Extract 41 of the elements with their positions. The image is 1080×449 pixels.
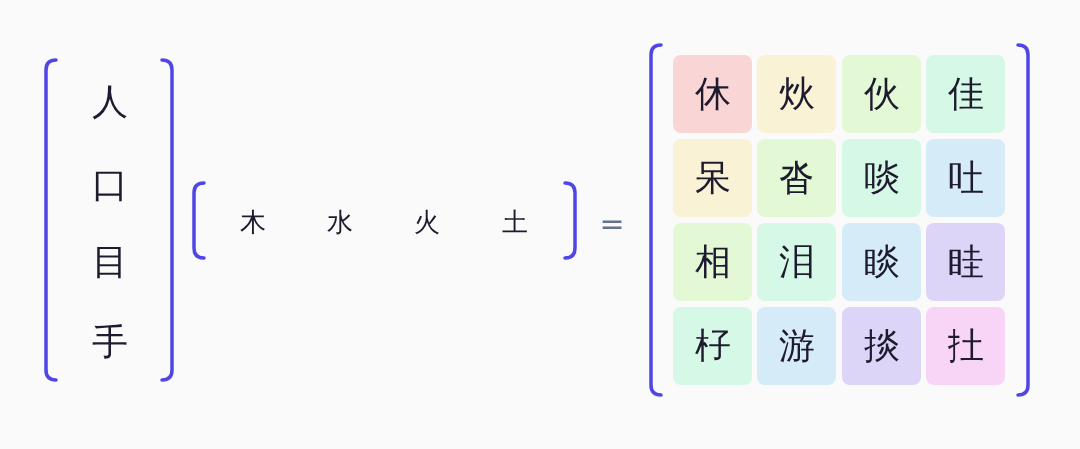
character: 吐 bbox=[947, 160, 984, 196]
character: 掞 bbox=[863, 328, 900, 364]
matrix-cell bbox=[673, 223, 752, 301]
character: 睒 bbox=[863, 244, 900, 280]
character: 呆 bbox=[694, 160, 731, 196]
matrix-cell bbox=[842, 139, 921, 217]
matrix-cell bbox=[757, 307, 836, 385]
matrix-entry: 口 bbox=[92, 167, 128, 203]
matrix-cell bbox=[926, 223, 1005, 301]
character: 伙 bbox=[863, 76, 900, 112]
matrix-entry: 火 bbox=[414, 209, 440, 235]
matrix-cell bbox=[757, 223, 836, 301]
character: 沓 bbox=[778, 160, 815, 196]
character: 泪 bbox=[778, 244, 815, 280]
matrix-cell bbox=[673, 55, 752, 133]
character: 扗 bbox=[947, 328, 984, 364]
matrix-cell bbox=[926, 307, 1005, 385]
character: 相 bbox=[694, 244, 731, 280]
matrix-cell bbox=[842, 223, 921, 301]
matrix-cell bbox=[673, 139, 752, 217]
matrix-cell bbox=[673, 307, 752, 385]
character: 杍 bbox=[694, 328, 731, 364]
character: 啖 bbox=[863, 160, 900, 196]
matrix-entry: 手 bbox=[92, 324, 128, 360]
equals-sign: = bbox=[599, 209, 625, 239]
character: 佳 bbox=[947, 76, 984, 112]
matrix-cell bbox=[926, 139, 1005, 217]
matrix-cell bbox=[757, 139, 836, 217]
character: 炏 bbox=[778, 76, 815, 112]
matrix-cell bbox=[926, 55, 1005, 133]
matrix-entry: 土 bbox=[502, 209, 528, 235]
character: 休 bbox=[694, 76, 731, 112]
character: 眭 bbox=[947, 244, 984, 280]
matrix-entry: 木 bbox=[240, 209, 266, 235]
matrix-cell bbox=[842, 307, 921, 385]
matrix-entry: 水 bbox=[327, 209, 353, 235]
matrix-entry: 人 bbox=[92, 84, 128, 120]
matrix-cell bbox=[757, 55, 836, 133]
matrix-cell bbox=[842, 55, 921, 133]
matrix-entry: 目 bbox=[92, 244, 128, 280]
character: 游 bbox=[778, 328, 815, 364]
